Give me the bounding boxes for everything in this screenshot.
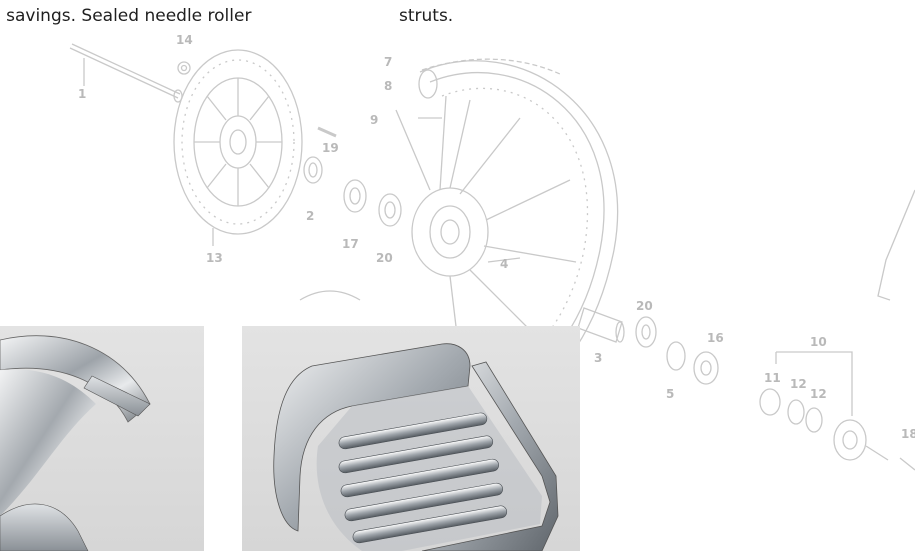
part-label: 17 bbox=[342, 237, 359, 251]
brake-disc-part bbox=[173, 49, 303, 235]
part-label: 12 bbox=[810, 387, 827, 401]
part-label: 8 bbox=[384, 79, 392, 93]
part-label: 20 bbox=[376, 251, 393, 265]
bearing-illustration bbox=[0, 335, 151, 551]
part-label: 2 bbox=[306, 209, 314, 223]
part-label: 5 bbox=[666, 387, 674, 401]
part-label: 4 bbox=[500, 257, 508, 271]
part-label: 9 bbox=[370, 113, 378, 127]
part-label: 19 bbox=[322, 141, 339, 155]
axle-part bbox=[69, 43, 183, 103]
axle-hardware-part bbox=[759, 351, 889, 461]
needle-roller-bearing-photo bbox=[242, 326, 580, 551]
wheel-rim-part bbox=[299, 58, 619, 401]
hub-part bbox=[395, 95, 577, 361]
part-label: 7 bbox=[384, 55, 392, 69]
part-label: 3 bbox=[594, 351, 602, 365]
part-label: 14 bbox=[176, 33, 193, 47]
body-text-right: struts. bbox=[399, 6, 454, 26]
bearing-photo bbox=[0, 326, 204, 551]
body-text-left: l savings. Sealed needle roller bbox=[0, 6, 252, 26]
part-label: 13 bbox=[206, 251, 223, 265]
bearing-part bbox=[635, 316, 719, 385]
nut-part bbox=[177, 61, 191, 75]
bearing-part bbox=[343, 179, 402, 227]
sleeve-part bbox=[577, 307, 625, 343]
part-label: 18 bbox=[901, 427, 915, 441]
part-label: 12 bbox=[790, 377, 807, 391]
needle-bearing-illustration bbox=[273, 343, 559, 551]
part-label: 1 bbox=[78, 87, 86, 101]
part-label: 16 bbox=[707, 331, 724, 345]
part-label: 11 bbox=[764, 371, 781, 385]
part-label: 10 bbox=[810, 335, 827, 349]
pin-part bbox=[317, 126, 337, 138]
spacer-part bbox=[303, 156, 323, 184]
bracket-part bbox=[877, 189, 915, 471]
part-label: 20 bbox=[636, 299, 653, 313]
